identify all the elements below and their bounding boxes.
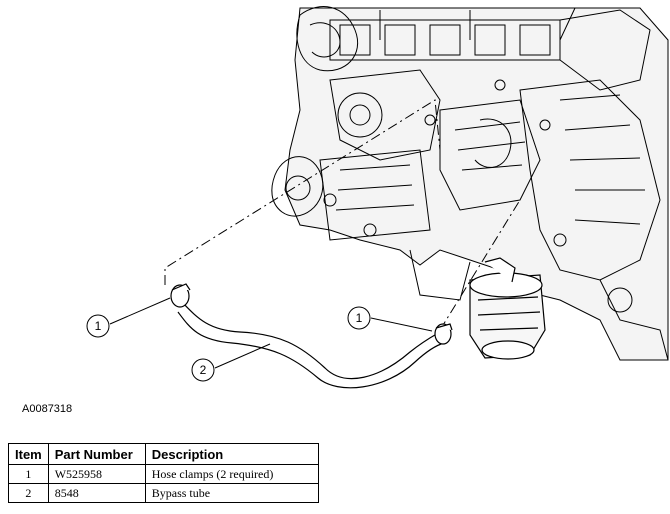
svg-text:1: 1 <box>95 319 102 333</box>
callout-hose-clamp-right: 1 <box>347 306 371 330</box>
cell-description: Bypass tube <box>144 483 319 503</box>
cell-part-number: 8548 <box>47 483 146 503</box>
cell-description: Hose clamps (2 required) <box>144 464 319 484</box>
hose-clamp-right <box>434 323 453 345</box>
header-item: Item <box>8 443 49 465</box>
callout-hose-clamp-left: 1 <box>86 314 110 338</box>
table-row: 1 W525958 Hose clamps (2 required) <box>8 464 319 484</box>
engine-assembly <box>271 6 669 361</box>
svg-text:2: 2 <box>200 363 207 377</box>
callout-leaders <box>109 297 433 369</box>
bypass-tube <box>177 297 445 389</box>
cell-item: 1 <box>8 464 49 484</box>
parts-table: Item Part Number Description 1 W525958 H… <box>8 443 319 503</box>
oil-filter-housing <box>469 257 546 360</box>
hose-clamp-left <box>170 283 191 308</box>
engine-bypass-tube-illustration: 1 1 2 <box>86 6 669 389</box>
svg-text:1: 1 <box>356 311 363 325</box>
table-header-row: Item Part Number Description <box>8 443 319 465</box>
routing-dash-lines <box>164 99 521 331</box>
callout-bypass-tube: 2 <box>191 358 215 382</box>
header-part-number: Part Number <box>47 443 146 465</box>
cell-part-number: W525958 <box>47 464 146 484</box>
figure-id: A0087318 <box>22 403 73 415</box>
header-description: Description <box>144 443 319 465</box>
cell-item: 2 <box>8 483 49 503</box>
table-row: 2 8548 Bypass tube <box>8 483 319 503</box>
